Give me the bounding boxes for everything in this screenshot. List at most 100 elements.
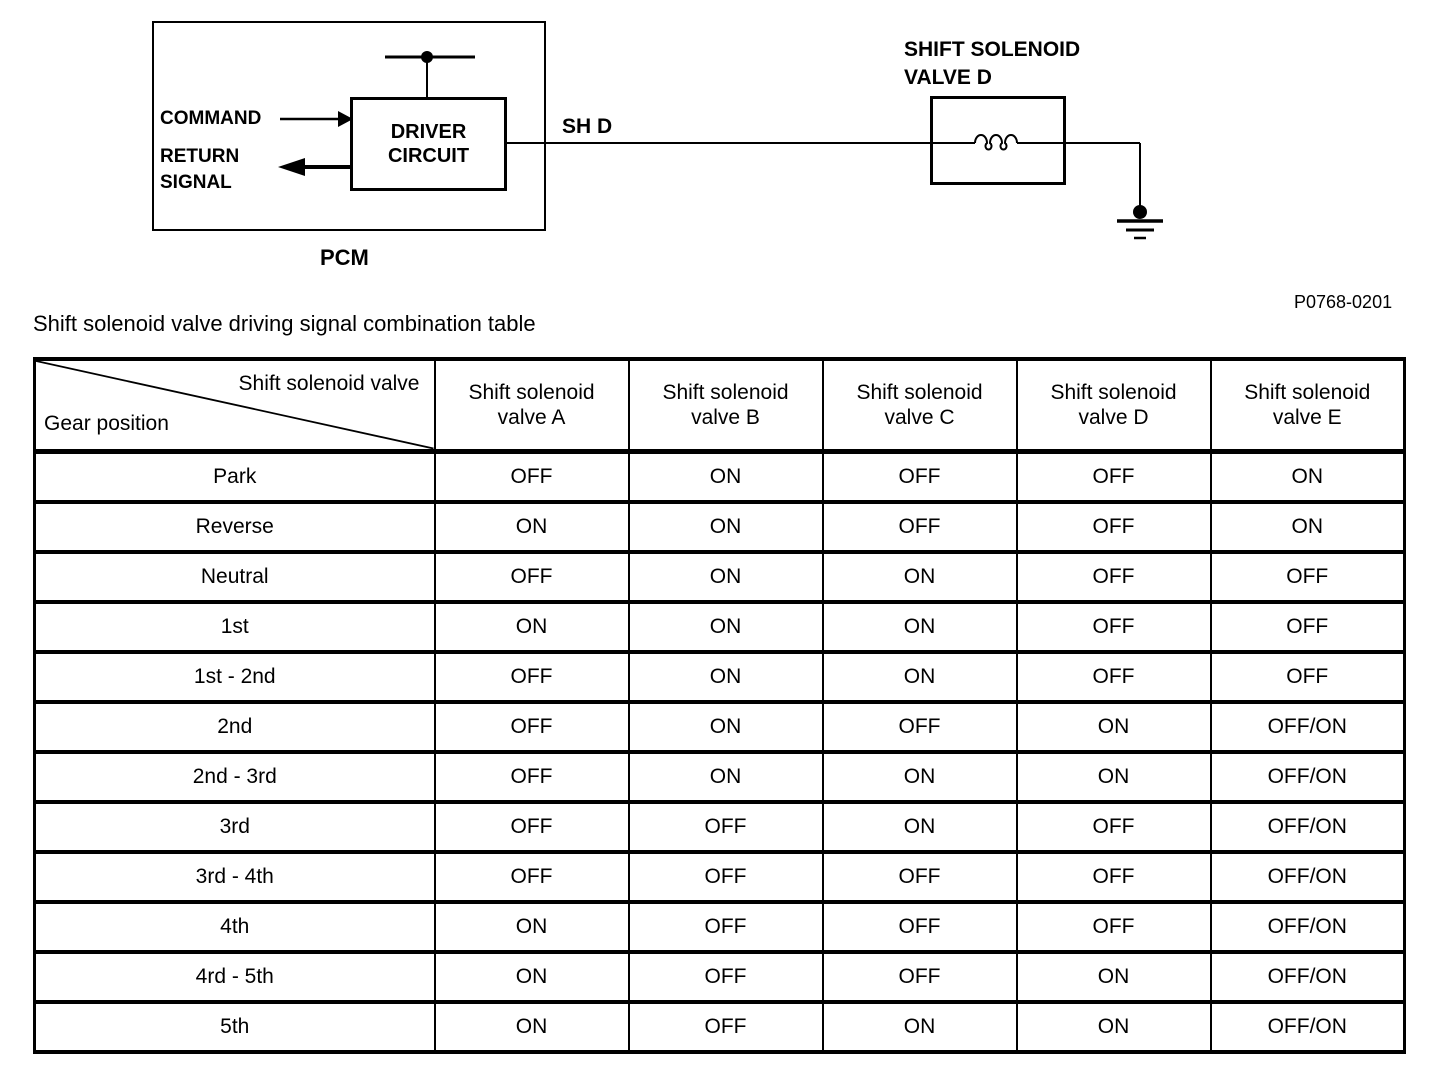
valve-state-cell: OFF (1015, 899, 1212, 954)
valve-state-cell: ON (433, 499, 630, 554)
valve-state-cell: OFF (821, 849, 1018, 904)
column-header-valve-b: Shift solenoid valve B (627, 357, 824, 454)
corner-label-valve: Shift solenoid valve (238, 372, 420, 395)
ground-symbol-icon (1117, 205, 1163, 240)
valve-state-cell: OFF (627, 999, 824, 1054)
valve-state-cell: ON (821, 999, 1018, 1054)
valve-state-cell: ON (433, 599, 630, 654)
column-header-valve-a: Shift solenoid valve A (433, 357, 630, 454)
driver-circuit-box: DRIVER CIRCUIT (350, 97, 507, 191)
valve-state-cell: OFF (433, 699, 630, 754)
valve-state-cell: OFF (433, 649, 630, 704)
valve-state-cell: ON (627, 599, 824, 654)
header-row: Shift solenoid valve Gear position Shift… (33, 357, 1406, 454)
solenoid-valve-box (930, 96, 1066, 185)
solenoid-valve-title: SHIFT SOLENOID VALVE D (904, 38, 1081, 89)
valve-state-cell: ON (1015, 749, 1212, 804)
valve-state-cell: OFF (627, 799, 824, 854)
valve-state-cell: OFF (1209, 549, 1406, 604)
valve-state-cell: ON (821, 799, 1018, 854)
gear-position-cell: 2nd (33, 699, 436, 754)
table-title: Shift solenoid valve driving signal comb… (33, 311, 536, 336)
valve-state-cell: OFF (1015, 599, 1212, 654)
valve-state-cell: ON (821, 649, 1018, 704)
gear-position-cell: 3rd (33, 799, 436, 854)
gear-position-cell: Neutral (33, 549, 436, 604)
gear-position-cell: Reverse (33, 499, 436, 554)
valve-state-cell: OFF (1015, 549, 1212, 604)
corner-label-gear: Gear position (44, 411, 169, 435)
valve-state-cell: OFF (627, 899, 824, 954)
valve-state-cell: ON (433, 899, 630, 954)
driver-circuit-label-line1: DRIVER (390, 121, 467, 143)
solenoid-combination-table: Shift solenoid valve Gear position Shift… (33, 357, 1406, 1054)
command-label: COMMAND (160, 108, 262, 129)
shd-wire-label: SH D (562, 115, 613, 138)
valve-state-cell: ON (1015, 949, 1212, 1004)
valve-state-cell: ON (433, 949, 630, 1004)
gear-position-cell: 5th (33, 999, 436, 1054)
valve-state-cell: OFF (821, 949, 1018, 1004)
valve-state-cell: OFF (821, 699, 1018, 754)
gear-position-cell: 2nd - 3rd (33, 749, 436, 804)
valve-state-cell: OFF (433, 549, 630, 604)
valve-state-cell: OFF (1209, 649, 1406, 704)
valve-state-cell: OFF (1015, 449, 1212, 504)
valve-state-cell: OFF (433, 449, 630, 504)
gear-position-cell: 3rd - 4th (33, 849, 436, 904)
pcm-box (152, 21, 546, 231)
corner-header-cell: Shift solenoid valve Gear position (33, 357, 436, 454)
valve-state-cell: OFF (1209, 599, 1406, 654)
pcm-label: PCM (320, 245, 369, 270)
valve-state-cell: OFF/ON (1209, 749, 1406, 804)
valve-state-cell: OFF/ON (1209, 999, 1406, 1054)
valve-state-cell: OFF/ON (1209, 849, 1406, 904)
valve-state-cell: OFF/ON (1209, 899, 1406, 954)
valve-state-cell: ON (1015, 999, 1212, 1054)
column-header-valve-d: Shift solenoid valve D (1015, 357, 1212, 454)
valve-state-cell: OFF (433, 749, 630, 804)
column-header-valve-e: Shift solenoid valve E (1209, 357, 1406, 454)
valve-state-cell: ON (821, 749, 1018, 804)
valve-state-cell: ON (821, 549, 1018, 604)
valve-state-cell: ON (627, 549, 824, 604)
valve-state-cell: OFF/ON (1209, 799, 1406, 854)
valve-state-cell: ON (627, 449, 824, 504)
valve-state-cell: OFF (1015, 649, 1212, 704)
figure-code: P0768-0201 (1294, 292, 1393, 312)
diagonal-divider (36, 361, 434, 449)
valve-state-cell: OFF (821, 899, 1018, 954)
gear-position-cell: 1st - 2nd (33, 649, 436, 704)
gear-position-cell: 4th (33, 899, 436, 954)
valve-state-cell: OFF (627, 849, 824, 904)
return-signal-label: RETURN SIGNAL (160, 146, 240, 193)
valve-state-cell: ON (627, 749, 824, 804)
gear-position-cell: Park (33, 449, 436, 504)
valve-state-cell: OFF/ON (1209, 949, 1406, 1004)
circuit-diagram (278, 51, 1163, 240)
valve-state-cell: ON (627, 649, 824, 704)
gear-position-cell: 4rd - 5th (33, 949, 436, 1004)
valve-state-cell: OFF (1015, 849, 1212, 904)
valve-state-cell: OFF (627, 949, 824, 1004)
valve-state-cell: OFF (433, 799, 630, 854)
valve-state-cell: OFF (821, 449, 1018, 504)
valve-state-cell: OFF (433, 849, 630, 904)
inductor-coil-icon (974, 134, 1018, 151)
junction-dot (421, 51, 433, 63)
valve-state-cell: OFF/ON (1209, 699, 1406, 754)
valve-state-cell: ON (1209, 449, 1406, 504)
